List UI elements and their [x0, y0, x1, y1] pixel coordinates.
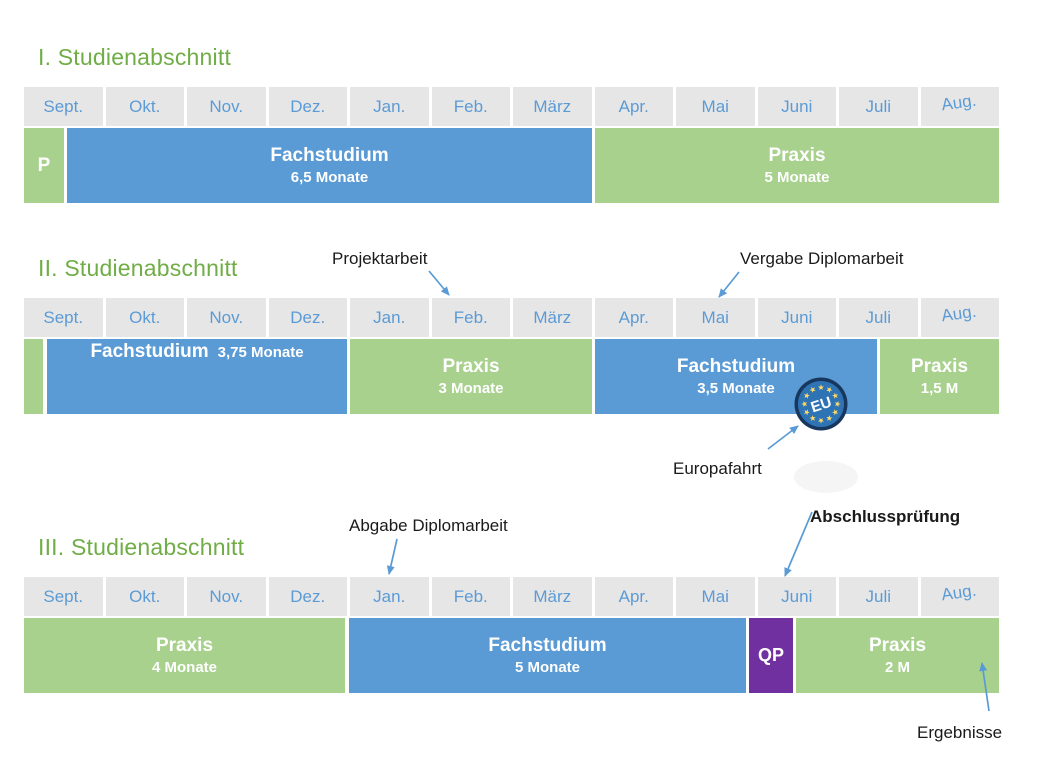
segment-praxis: Praxis 2 M	[796, 618, 999, 693]
month-label-aug: Aug.	[940, 301, 978, 325]
month-cell: Jan.	[350, 87, 432, 126]
month-cell: Sept.	[24, 577, 106, 616]
month-cell: Okt.	[105, 298, 187, 337]
month-cell: Aug.	[920, 87, 999, 126]
section-2-month-header: Sept. Okt. Nov. Dez. Jan. Feb. März Apr.…	[24, 298, 999, 337]
month-cell: Mai	[676, 87, 758, 126]
segment-label: Fachstudium	[270, 144, 389, 166]
segment-duration: 5 Monate	[764, 169, 830, 187]
segment-praxis: Praxis 5 Monate	[595, 128, 999, 203]
month-cell: Sept.	[24, 298, 106, 337]
month-cell: Apr.	[594, 577, 676, 616]
month-cell: Juni	[757, 577, 839, 616]
month-cell: Juni	[757, 87, 839, 126]
annotation-abgabe-diplomarbeit: Abgabe Diplomarbeit	[349, 516, 508, 535]
section-2-title: II. Studienabschnitt	[38, 255, 238, 281]
month-cell: Juli	[839, 87, 921, 126]
eu-badge-icon: EU	[794, 377, 848, 431]
segment-praxis: Praxis 1,5 M	[880, 339, 999, 414]
month-cell: Mai	[676, 298, 758, 337]
segment-duration: 4 Monate	[151, 659, 217, 677]
vergabe-diplomarbeit-arrow	[718, 271, 740, 298]
segment-duration: 1,5 M	[920, 380, 959, 398]
faint-artifact	[794, 461, 858, 493]
month-cell: Feb.	[431, 577, 513, 616]
segment-label: Fachstudium	[676, 355, 796, 377]
month-label-aug: Aug.	[940, 90, 978, 114]
segment-duration: 2 M	[884, 659, 910, 677]
annotation-europafahrt: Europafahrt	[673, 459, 762, 478]
abschlusspruefung-arrow	[784, 511, 813, 577]
month-cell: Nov.	[187, 577, 269, 616]
segment-fachstudium: Fachstudium 5 Monate	[349, 618, 746, 693]
section-1-month-header: Sept. Okt. Nov. Dez. Jan. Feb. März Apr.…	[24, 87, 999, 126]
month-cell: Dez.	[268, 298, 350, 337]
segment-fachstudium: Fachstudium 3,5 Monate	[595, 339, 877, 414]
month-cell: März	[513, 577, 595, 616]
segment-label: Praxis	[910, 355, 969, 377]
month-cell: Jan.	[350, 298, 432, 337]
month-cell: Feb.	[431, 298, 513, 337]
month-cell: Nov.	[187, 87, 269, 126]
segment-duration: 3,75 Monate	[217, 344, 304, 361]
month-cell: März	[513, 87, 595, 126]
segment-label: Praxis	[155, 634, 214, 656]
month-label-aug: Aug.	[940, 580, 978, 604]
month-cell: Feb.	[431, 87, 513, 126]
month-cell: Juni	[757, 298, 839, 337]
month-cell: Juli	[839, 577, 921, 616]
annotation-vergabe-diplomarbeit: Vergabe Diplomarbeit	[740, 249, 904, 268]
segment-fachstudium: Fachstudium 6,5 Monate	[67, 128, 592, 203]
month-cell: Dez.	[268, 87, 350, 126]
month-cell: Aug.	[920, 298, 999, 337]
segment-duration: 3 Monate	[438, 380, 504, 398]
projektarbeit-arrow	[428, 270, 450, 296]
segment-label: Fachstudium	[90, 341, 209, 362]
month-cell: Aug.	[920, 577, 999, 616]
section-1-bar: P Fachstudium 6,5 Monate Praxis 5 Monate	[24, 128, 999, 203]
annotation-projektarbeit: Projektarbeit	[332, 249, 428, 268]
segment-praxis-p: P	[24, 128, 64, 203]
segment-praxis: Praxis 3 Monate	[350, 339, 592, 414]
section-1-title: I. Studienabschnitt	[38, 44, 232, 70]
segment-duration: 6,5 Monate	[290, 169, 369, 187]
month-cell: Okt.	[105, 87, 187, 126]
month-cell: Apr.	[594, 87, 676, 126]
segment-label: Praxis	[868, 634, 927, 656]
eu-badge-label: EU	[809, 394, 834, 417]
segment-praxis: Praxis 4 Monate	[24, 618, 345, 693]
segment-qp: QP	[749, 618, 793, 693]
month-cell: Sept.	[24, 87, 106, 126]
segment-label: P	[37, 154, 51, 176]
month-cell: Okt.	[105, 577, 187, 616]
month-cell: Jan.	[350, 577, 432, 616]
segment-duration: 3,5 Monate	[697, 380, 775, 398]
annotation-abschlusspruefung: Abschlussprüfung	[810, 507, 961, 526]
abgabe-diplomarbeit-arrow	[386, 538, 398, 575]
section-2-bar: Fachstudium 3,75 Monate Praxis 3 Monate …	[24, 339, 999, 414]
segment-label: Praxis	[442, 355, 500, 377]
segment-praxis-strip	[24, 339, 43, 414]
month-cell: Apr.	[594, 298, 676, 337]
annotation-ergebnisse: Ergebnisse	[917, 723, 1003, 742]
month-cell: Nov.	[187, 298, 269, 337]
segment-duration: 5 Monate	[514, 659, 580, 677]
segment-label: Praxis	[768, 144, 826, 166]
section-3-bar: Praxis 4 Monate Fachstudium 5 Monate QP …	[24, 618, 999, 693]
month-cell: Dez.	[268, 577, 350, 616]
segment-label: Fachstudium	[488, 634, 607, 656]
section-3-month-header: Sept. Okt. Nov. Dez. Jan. Feb. März Apr.…	[24, 577, 999, 616]
month-cell: Juli	[839, 298, 921, 337]
segment-fachstudium: Fachstudium 3,75 Monate	[47, 339, 347, 414]
segment-label: QP	[757, 645, 784, 666]
month-cell: Mai	[676, 577, 758, 616]
section-3-title: III. Studienabschnitt	[38, 534, 245, 560]
month-cell: März	[513, 298, 595, 337]
